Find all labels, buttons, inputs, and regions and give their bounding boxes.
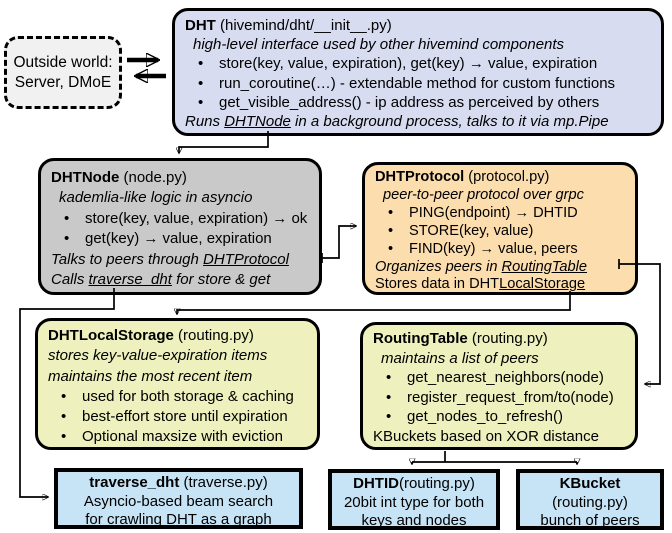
traverse-dht-title-line: traverse_dht (traverse.py) — [62, 474, 295, 493]
traverse-dht-title: traverse_dht — [89, 474, 180, 491]
traverse-dht-line3: for crawling DHT as a graph — [85, 511, 272, 529]
dhtprotocol-box-subtitle: peer-to-peer protocol over grpc — [383, 186, 584, 203]
dhtprotocol-bullet-3: FIND(key) → value, peers — [375, 241, 625, 259]
dht-box: DHT (hivemind/dht/__init__.py) high-leve… — [172, 8, 664, 136]
dhtnode-bullet-1: store(key, value, expiration) → ok — [51, 209, 309, 230]
dhtid-line3: keys and nodes — [361, 512, 467, 530]
kbucket-line3: bunch of peers — [540, 512, 640, 530]
routingtable-bullet-1: get_nearest_neighbors(node) — [373, 368, 625, 388]
outside-world-line1: Outside world: — [13, 53, 113, 71]
dhtnode-footer-2: Calls traverse_dht for store & get — [51, 270, 309, 290]
dhtlocalstorage-bullet-2: best-effort store until expiration — [48, 407, 307, 428]
kbucket-title: KBucket — [559, 475, 621, 492]
dht-bullet-2: run_coroutine(…) - extendable method for… — [185, 74, 651, 93]
dhtlocalstorage-subtitle-2: maintains the most recent item — [48, 367, 253, 385]
dht-footer-link: DHTNode — [224, 113, 291, 131]
dhtnode-bullet-2: get(key) → value, expiration — [51, 229, 309, 250]
dhtnode-box-title: DHTNode — [51, 169, 120, 186]
dhtid-box: DHTID(routing.py) 20bit int type for bot… — [328, 469, 500, 530]
dhtnode-footer-1: Talks to peers through DHTProtocol — [51, 250, 309, 270]
dhtid-line2: 20bit int type for both — [343, 493, 485, 511]
dhtnode-footer2-link: traverse_dht — [88, 271, 172, 289]
dhtprotocol-bullet-2: STORE(key, value) — [375, 223, 625, 241]
kbucket-file: (routing.py) — [552, 493, 628, 511]
routingtable-box-title: RoutingTable — [373, 330, 468, 347]
dht-bullet-3: get_visible_address() - ip address as pe… — [185, 93, 651, 112]
dhtprotocol-footer-1: Organizes peers in RoutingTable — [375, 259, 625, 277]
dhtprotocol-box-file: (protocol.py) — [464, 169, 550, 185]
dhtprotocol-bullet-1: PING(endpoint) → DHTID — [375, 205, 625, 223]
arrow-dhtnode-to-dhtprotocol — [322, 226, 356, 259]
dhtnode-box: DHTNode (node.py) kademlia-like logic in… — [38, 158, 322, 295]
dhtprotocol-footer2-link: LocalStorage — [499, 276, 586, 293]
dhtlocalstorage-box-title: DHTLocalStorage — [48, 327, 174, 344]
outside-world-box: Outside world: Server, DMoE — [4, 36, 122, 109]
dht-box-title-line: DHT (hivemind/dht/__init__.py) — [185, 16, 651, 35]
dhtprotocol-box-title: DHTProtocol — [375, 169, 465, 185]
dhtnode-footer2-post: for store & get — [171, 271, 271, 289]
dht-footer-pre: Runs — [185, 113, 225, 131]
dhtnode-box-title-line: DHTNode (node.py) — [51, 168, 309, 188]
connector-routingtable-split — [412, 451, 577, 463]
routingtable-bullet-2: register_request_from/to(node) — [373, 388, 625, 408]
routingtable-bullet-3: get_nodes_to_refresh() — [373, 407, 625, 427]
dhtprotocol-footer1-link: RoutingTable — [501, 258, 588, 275]
dhtprotocol-footer-2: Stores data in DHTLocalStorage — [375, 276, 625, 293]
kbucket-box: KBucket (routing.py) bunch of peers — [516, 469, 664, 530]
dhtlocalstorage-subtitle-1: stores key-value-expiration items — [48, 347, 268, 365]
dhtnode-box-file: (node.py) — [119, 169, 187, 186]
dhtid-title: DHTID — [353, 475, 399, 492]
dhtid-title-line: DHTID(routing.py) — [334, 475, 494, 494]
dhtprotocol-footer1-pre: Organizes peers in — [375, 258, 502, 275]
dhtlocalstorage-box-file: (routing.py) — [173, 327, 254, 344]
traverse-dht-box: traverse_dht (traverse.py) Asyncio-based… — [54, 468, 303, 529]
dhtid-file: (routing.py) — [398, 475, 475, 492]
dhtnode-footer1-link: DHTProtocol — [203, 250, 289, 268]
dht-footer-post: in a background process, talks to it via… — [290, 113, 609, 131]
dht-box-footer: Runs DHTNode in a background process, ta… — [185, 112, 651, 131]
dht-box-title: DHT — [185, 17, 216, 34]
dhtprotocol-box: DHTProtocol (protocol.py) peer-to-peer p… — [362, 162, 638, 295]
routingtable-box-title-line: RoutingTable (routing.py) — [373, 329, 625, 349]
dht-box-subtitle: high-level interface used by other hivem… — [193, 36, 565, 54]
dhtnode-footer2-pre: Calls — [51, 271, 89, 289]
dhtlocalstorage-bullet-1: used for both storage & caching — [48, 387, 307, 408]
dhtprotocol-box-title-line: DHTProtocol (protocol.py) — [375, 169, 625, 187]
routingtable-box-footer: KBuckets based on XOR distance — [373, 427, 599, 445]
kbucket-title-line: KBucket — [522, 475, 658, 494]
dhtlocalstorage-box-title-line: DHTLocalStorage (routing.py) — [48, 326, 307, 346]
dhtnode-box-subtitle: kademlia-like logic in asyncio — [59, 189, 253, 207]
outside-world-line2: Server, DMoE — [14, 73, 112, 91]
traverse-dht-line2: Asyncio-based beam search — [83, 492, 274, 510]
traverse-dht-file: (traverse.py) — [179, 474, 268, 491]
dhtlocalstorage-box: DHTLocalStorage (routing.py) stores key-… — [35, 318, 320, 450]
dht-box-file: (hivemind/dht/__init__.py) — [215, 17, 392, 34]
dhtlocalstorage-bullet-3: Optional maxsize with eviction — [48, 427, 307, 447]
dht-bullet-1: store(key, value, expiration), get(key) … — [185, 54, 651, 73]
routingtable-box: RoutingTable (routing.py) maintains a li… — [360, 322, 638, 450]
routingtable-box-file: (routing.py) — [467, 330, 548, 347]
dhtnode-footer1-pre: Talks to peers through — [51, 250, 204, 268]
dhtprotocol-footer2-pre: Stores data in DHT — [375, 276, 500, 293]
routingtable-box-subtitle: maintains a list of peers — [381, 349, 539, 367]
